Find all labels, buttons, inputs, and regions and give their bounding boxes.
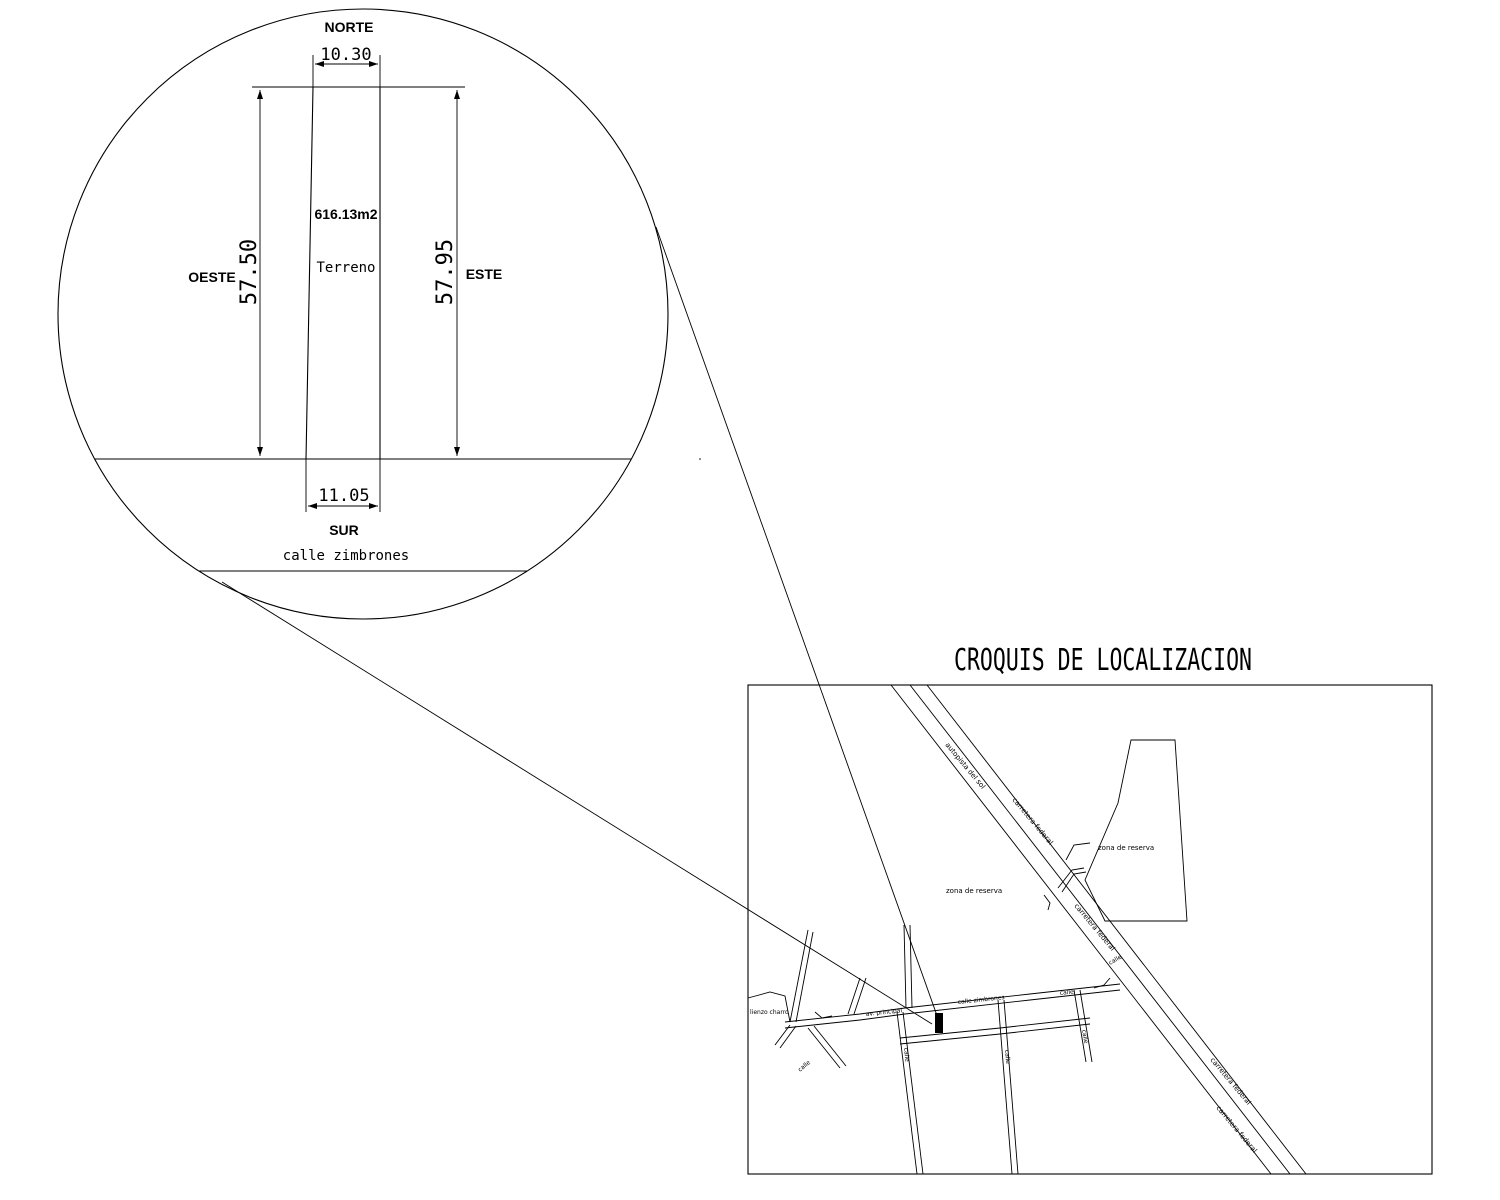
diagonal-street-right <box>853 977 867 1015</box>
west-road-2b <box>795 931 814 1023</box>
main-street-north-edge <box>784 983 1121 1023</box>
road-label-highway-1: autopista del sol <box>943 741 986 790</box>
road-label-main-street: calle zimbrones <box>957 994 1004 1006</box>
dimension-west-text: 57.50 <box>237 239 262 305</box>
vertical-street-2-right <box>1003 999 1019 1175</box>
road-label-street-4: calle <box>1059 989 1074 997</box>
vertical-street-1-right <box>902 1011 924 1175</box>
west-road-1 <box>747 991 791 1023</box>
connector-line-right <box>655 226 941 1025</box>
vertical-street-3-right <box>1079 989 1093 1063</box>
vertical-street-1-left <box>896 1011 918 1175</box>
road-label-reserve-1: zona de reserva <box>1098 844 1154 852</box>
road-label-street-1: calle <box>902 1047 910 1062</box>
vertical-street-3-left <box>1073 989 1087 1063</box>
west-road-4b <box>813 1025 847 1067</box>
detail-circle <box>57 8 669 620</box>
reserve-access-road-3 <box>1043 894 1051 911</box>
map-frame <box>747 684 1433 1175</box>
location-map: autopista del sol carretera federal carr… <box>747 684 1433 1175</box>
dimension-south-text: 11.05 <box>318 486 369 506</box>
north-label: NORTE <box>325 19 374 35</box>
west-road-5 <box>814 1011 833 1019</box>
highway-line-2 <box>909 684 1291 1175</box>
road-label-highway-4: carretera federal <box>1208 1056 1252 1106</box>
lot-label: Terreno <box>316 260 375 276</box>
highway-line-1 <box>890 684 1272 1175</box>
dimension-east-text: 57.95 <box>433 239 458 305</box>
connector-line-left <box>221 581 933 1025</box>
road-label-west-2: av. principal <box>865 1007 902 1018</box>
west-road-2a <box>789 929 809 1023</box>
secondary-street-north-edge <box>899 1017 1091 1039</box>
highway-line-3 <box>926 684 1307 1175</box>
map-title: CROQUIS DE LOCALIZACION <box>954 643 1252 678</box>
reserve-access-road-2 <box>1061 871 1087 893</box>
street-spur <box>1093 977 1111 989</box>
south-label: SUR <box>329 522 359 538</box>
vertical-street-2-left <box>997 999 1013 1175</box>
west-road-3a <box>774 1024 791 1046</box>
road-label-highway-5: carretera federal <box>1214 1104 1258 1154</box>
reserve-access-road-4 <box>1065 842 1091 861</box>
secondary-street-south-edge <box>899 1023 1091 1045</box>
west-label: OESTE <box>188 269 235 285</box>
diagonal-street-left <box>847 977 861 1015</box>
east-label: ESTE <box>466 266 503 282</box>
dimension-north-text: 10.30 <box>320 45 371 65</box>
lot-location-marker <box>935 1013 943 1033</box>
reserve-zone <box>1084 739 1188 922</box>
street-label: calle zimbrones <box>283 548 409 564</box>
north-street-left <box>903 924 907 1009</box>
road-label-reserve-2: zona de reserva <box>946 887 1002 895</box>
road-label-street-5: calle <box>1108 954 1124 967</box>
west-road-3b <box>779 1025 797 1049</box>
road-label-highway-2: carretera federal <box>1010 796 1054 846</box>
area-label: 616.13m2 <box>314 206 377 222</box>
stray-dot <box>699 458 701 460</box>
road-label-street-2: calle <box>1003 1050 1011 1065</box>
north-street-right <box>909 924 913 1009</box>
west-road-4a <box>807 1027 841 1069</box>
road-label-west-1: lienzo charro <box>750 1009 789 1016</box>
detail-circle-group: 10.30 11.05 57.50 57.95 NORTE SUR OESTE … <box>57 8 669 620</box>
main-street-south-edge <box>784 989 1121 1029</box>
road-label-street-3: calle <box>1080 1029 1089 1044</box>
reserve-access-road-1 <box>1057 867 1085 889</box>
road-label-west-3: calle <box>797 1059 812 1074</box>
